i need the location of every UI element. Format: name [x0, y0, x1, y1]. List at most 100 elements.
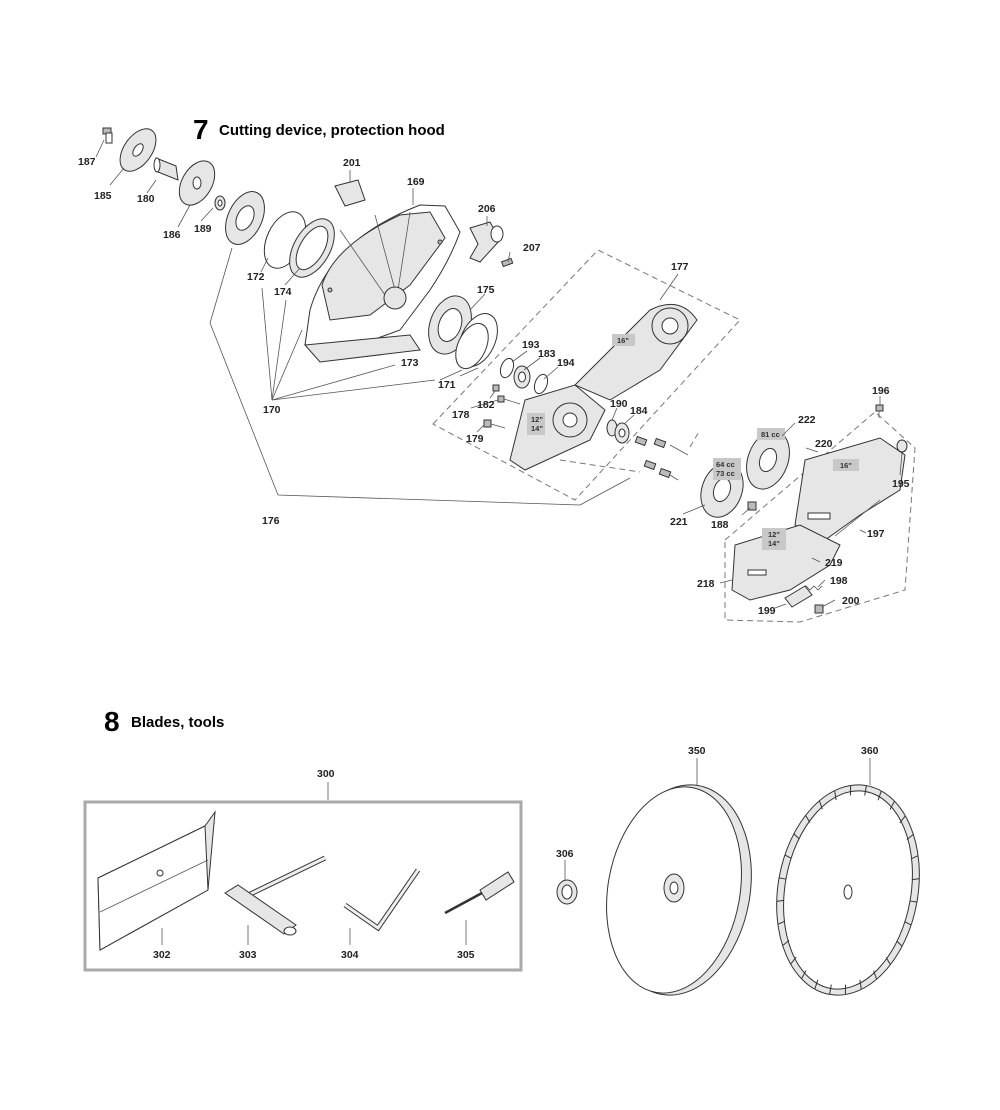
- blade-segment-notch: [776, 899, 784, 902]
- part-184-bearing: [614, 422, 630, 444]
- blade-segment-notch: [877, 790, 882, 801]
- tag-64cc: 64 cc: [716, 460, 735, 469]
- callout-188: 188: [711, 519, 729, 531]
- part-206-handle: [469, 221, 504, 263]
- part-222-pulley: [746, 428, 790, 490]
- callout-175: 175: [477, 284, 495, 296]
- part-302-manual: [97, 810, 216, 951]
- callout-207: 207: [523, 242, 541, 254]
- callout-187: 187: [78, 156, 96, 168]
- blade-segment-notch: [909, 900, 918, 903]
- blade-segment-notch: [818, 800, 823, 810]
- callout-179: 179: [466, 433, 484, 445]
- part-360-diamond-blade: [776, 784, 920, 996]
- callout-196: 196: [872, 385, 890, 397]
- callout-199: 199: [758, 605, 776, 617]
- blade-segment-notch: [912, 878, 920, 881]
- assembly-177-outline: [432, 249, 741, 501]
- blade-segment-notch: [864, 785, 867, 796]
- part-193-circlip: [499, 357, 515, 379]
- tag-14-lower: 14": [531, 424, 543, 433]
- callout-178: 178: [452, 409, 470, 421]
- callout-194: 194: [557, 357, 575, 369]
- callout-219: 219: [825, 557, 843, 569]
- part-199-bracket: [784, 585, 813, 608]
- part-303-spanner: [224, 855, 327, 936]
- blade-segment-notch: [885, 957, 891, 965]
- blade-segment-notch: [906, 834, 914, 840]
- blade-segment-notch: [834, 790, 837, 801]
- part-177-cutting-arm-upper: [574, 303, 698, 401]
- blade-segment-notch: [793, 833, 800, 840]
- callout-176: 176: [262, 515, 280, 527]
- part-182-bolt: [492, 384, 500, 392]
- callout-177: 177: [671, 261, 689, 273]
- blade-segment-notch: [829, 984, 832, 995]
- part-185-flange: [119, 128, 157, 172]
- callouts-section-7: 187 185 180 186 189 201 169 206 207 172 …: [78, 156, 910, 617]
- callout-305: 305: [457, 949, 475, 961]
- callouts-section-8: 300 302 303 304 305 306 350 360: [153, 745, 879, 961]
- callout-360: 360: [861, 745, 879, 757]
- blade-segment-notch: [904, 921, 912, 926]
- size-tags: 16" 12" 14" 81 cc 64 cc 73 cc 16" 12" 14…: [531, 336, 852, 548]
- part-tensioner-screws: [634, 435, 689, 481]
- part-188-screw: [747, 501, 757, 511]
- callout-186: 186: [163, 229, 181, 241]
- tool-kit-300-box: [83, 800, 523, 972]
- assembly-218-outline: [724, 411, 916, 623]
- callout-190: 190: [610, 398, 628, 410]
- part-218-belt-guard-lower: [731, 524, 841, 601]
- callout-198: 198: [830, 575, 848, 587]
- callout-220: 220: [815, 438, 833, 450]
- blade-segment-notch: [777, 920, 786, 925]
- section-8-title: Blades, tools: [131, 714, 225, 731]
- part-221-pulley: [700, 458, 744, 518]
- callout-221: 221: [670, 516, 688, 528]
- part-195-nut: [896, 439, 908, 453]
- blade-segment-notch: [899, 815, 906, 824]
- callout-193: 193: [522, 339, 540, 351]
- blade-segment-notch: [778, 877, 787, 880]
- part-186-flange: [178, 160, 216, 206]
- part-197-rod: [834, 499, 881, 537]
- part-183-bearing: [513, 365, 531, 389]
- part-220-belt-guard: [794, 437, 906, 541]
- callout-306: 306: [556, 848, 574, 860]
- blade-360-segments: [776, 785, 920, 995]
- part-350-abrasive-disc: [606, 784, 752, 996]
- callout-303: 303: [239, 949, 257, 961]
- section-8-parts: 300 302 303 304 305 306 350 360: [83, 745, 920, 996]
- blade-segment-notch: [910, 855, 919, 860]
- blade-segment-notch: [889, 800, 895, 810]
- part-179-bolt: [483, 419, 506, 429]
- callout-206: 206: [478, 203, 496, 215]
- callout-218: 218: [697, 578, 715, 590]
- callout-201: 201: [343, 157, 361, 169]
- part-304-allen-key: [343, 868, 421, 932]
- callout-200: 200: [842, 595, 860, 607]
- part-196-screw: [875, 404, 884, 418]
- callout-300: 300: [317, 768, 335, 780]
- blade-segment-notch: [801, 970, 807, 980]
- callout-195: 195: [892, 478, 910, 490]
- callout-197: 197: [867, 528, 885, 540]
- blade-segment-notch: [805, 815, 811, 823]
- part-cutting-arm-lower: [509, 384, 606, 471]
- tag-14-guard: 14": [768, 539, 780, 548]
- tag-12-guard: 12": [768, 530, 780, 539]
- section-7-number: 7: [193, 114, 209, 145]
- callout-222: 222: [798, 414, 816, 426]
- leader-lines-section-7: [95, 139, 903, 609]
- part-187-bolt: [102, 127, 113, 144]
- callout-185: 185: [94, 190, 112, 202]
- blade-segment-notch: [784, 854, 792, 859]
- callout-169: 169: [407, 176, 425, 188]
- callout-174: 174: [274, 286, 292, 298]
- blade-segment-notch: [873, 970, 878, 980]
- part-174-bearing: [289, 218, 335, 278]
- callout-171: 171: [438, 379, 456, 391]
- blade-segment-notch: [814, 979, 819, 990]
- blade-segment-notch: [782, 940, 790, 946]
